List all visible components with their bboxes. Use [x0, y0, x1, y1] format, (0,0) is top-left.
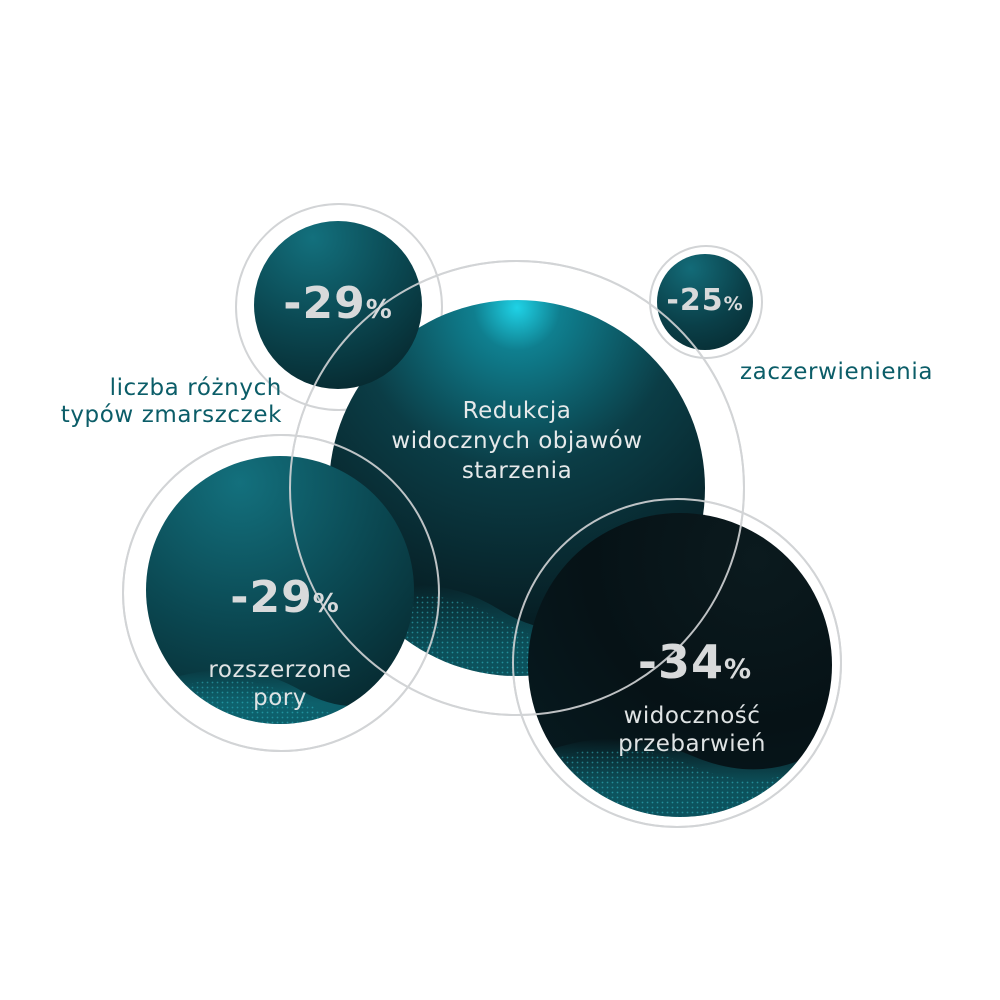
redness-label: zaczerwienienia	[740, 359, 980, 386]
pores-label: rozszerzone pory	[180, 656, 380, 712]
wrinkles-value: -29%	[283, 278, 393, 329]
center-title-line-1: Redukcja	[462, 398, 572, 424]
discoloration-label-line-1: widoczność	[623, 703, 761, 729]
center-title-line-2: widocznych objawów	[391, 428, 643, 454]
wrinkles-label: liczba różnych typów zmarszczek	[22, 375, 282, 429]
pores-label-line-2: pory	[253, 685, 307, 711]
discoloration-value: -34%	[637, 635, 753, 689]
redness-disc	[657, 254, 753, 350]
pores-label-line-1: rozszerzone	[208, 657, 352, 683]
center-title-line-3: starzenia	[461, 458, 573, 484]
center-title: Redukcja widocznych objawów starzenia	[367, 396, 667, 486]
overlay-ring-arcs	[122, 260, 842, 828]
redness-label-line-1: zaczerwienienia	[740, 359, 934, 385]
pores-value: -29%	[230, 572, 340, 623]
discoloration-label: widoczność przebarwień	[592, 702, 792, 758]
redness-value: -25%	[666, 283, 744, 318]
discoloration-label-line-2: przebarwień	[618, 731, 766, 757]
wrinkles-disc	[254, 221, 422, 389]
wrinkles-label-line-2: typów zmarszczek	[60, 402, 282, 428]
wrinkles-label-line-1: liczba różnych	[109, 375, 282, 401]
